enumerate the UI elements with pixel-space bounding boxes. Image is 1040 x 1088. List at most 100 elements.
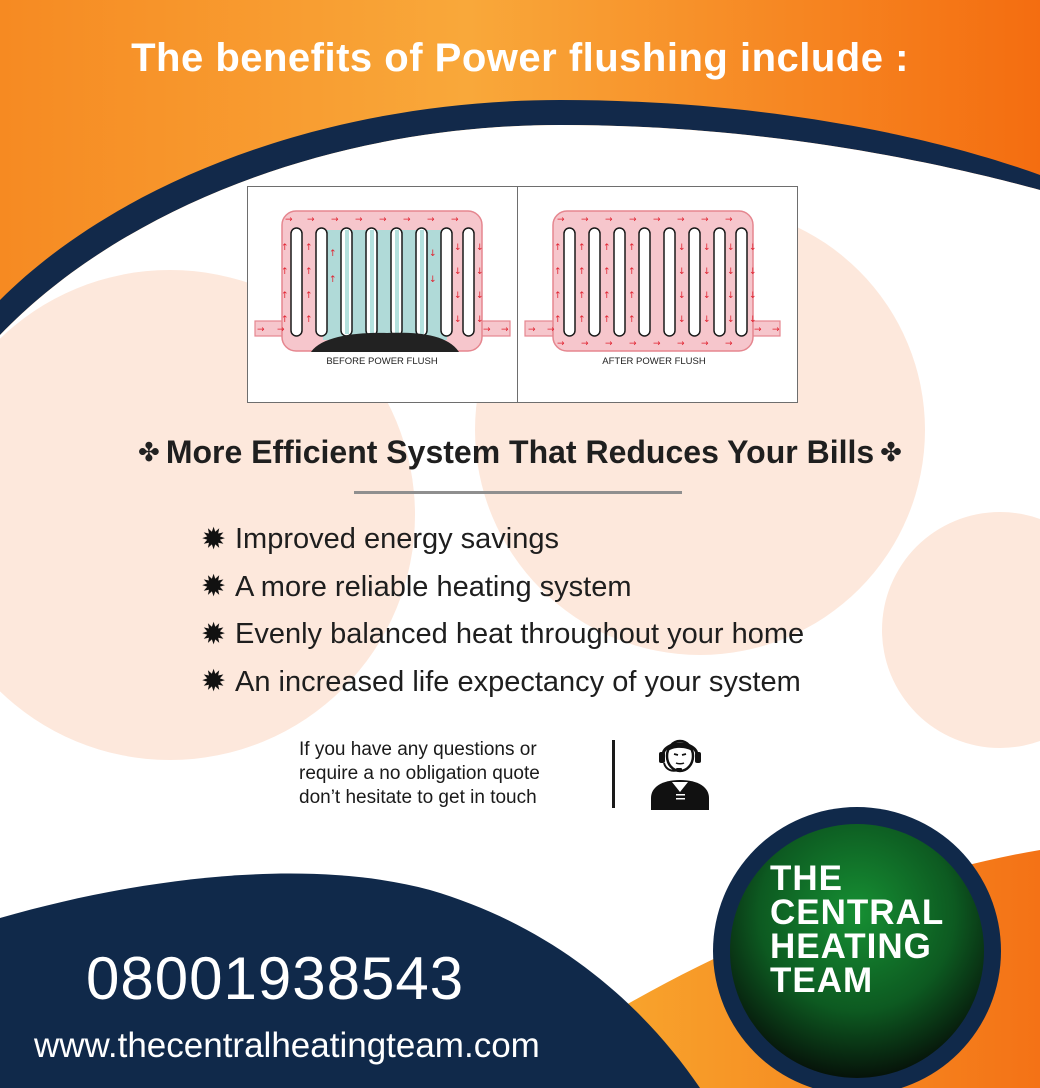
svg-text:→: → <box>427 215 435 225</box>
svg-text:→: → <box>701 215 709 225</box>
svg-text:↓: ↓ <box>476 291 484 301</box>
starburst-bullet-icon: ✹ <box>201 522 227 556</box>
benefit-text: An increased life expectancy of your sys… <box>235 665 801 698</box>
svg-text:→: → <box>501 325 509 335</box>
logo-line: TEAM <box>770 961 874 1000</box>
svg-text:↑: ↑ <box>305 315 313 325</box>
svg-text:↑: ↑ <box>603 243 611 253</box>
svg-text:→: → <box>483 325 491 335</box>
svg-text:→: → <box>285 215 293 225</box>
svg-text:↓: ↓ <box>703 243 711 253</box>
svg-text:↓: ↓ <box>429 275 437 285</box>
svg-text:↓: ↓ <box>454 243 462 253</box>
starburst-bullet-icon: ✹ <box>201 617 227 651</box>
svg-text:↑: ↑ <box>281 291 289 301</box>
benefit-text: Evenly balanced heat throughout your hom… <box>235 618 805 651</box>
svg-text:↓: ↓ <box>454 267 462 277</box>
starburst-bullet-icon: ✹ <box>201 570 227 604</box>
diagram-divider <box>517 186 518 403</box>
svg-text:↑: ↑ <box>578 291 586 301</box>
svg-text:→: → <box>605 339 613 349</box>
svg-text:↓: ↓ <box>749 243 757 253</box>
headline-underline <box>354 491 682 494</box>
svg-text:↓: ↓ <box>678 315 686 325</box>
svg-text:↑: ↑ <box>305 267 313 277</box>
svg-text:↑: ↑ <box>281 267 289 277</box>
svg-text:↑: ↑ <box>603 315 611 325</box>
svg-text:→: → <box>355 215 363 225</box>
svg-text:↓: ↓ <box>678 267 686 277</box>
svg-text:↑: ↑ <box>628 315 636 325</box>
svg-text:→: → <box>677 215 685 225</box>
svg-text:→: → <box>725 215 733 225</box>
svg-text:→: → <box>725 339 733 349</box>
svg-text:→: → <box>772 325 780 335</box>
list-item: ✹Improved energy savings <box>201 516 804 564</box>
svg-text:→: → <box>754 325 762 335</box>
after-radiator: →→→→→→→→ →→→→→→→→ ↑↑↑↑ ↑↑↑↑ ↑↑↑↑ ↑↑↑↑ ↓↓… <box>524 210 781 352</box>
svg-text:↓: ↓ <box>727 243 735 253</box>
svg-text:→: → <box>528 325 536 335</box>
svg-text:↓: ↓ <box>749 291 757 301</box>
svg-text:→: → <box>257 325 265 335</box>
logo-line: CENTRAL <box>770 893 945 932</box>
svg-text:→: → <box>701 339 709 349</box>
svg-text:↓: ↓ <box>727 267 735 277</box>
list-item: ✹A more reliable heating system <box>201 564 804 612</box>
headline-text: More Efficient System That Reduces Your … <box>165 434 875 470</box>
svg-text:→: → <box>629 339 637 349</box>
starburst-bullet-icon: ✹ <box>201 665 227 699</box>
svg-text:↑: ↑ <box>628 291 636 301</box>
svg-text:↑: ↑ <box>628 267 636 277</box>
svg-text:↓: ↓ <box>727 291 735 301</box>
after-caption: AFTER POWER FLUSH <box>602 356 706 367</box>
contact-line: If you have any questions or <box>299 739 537 760</box>
svg-text:↓: ↓ <box>703 267 711 277</box>
svg-text:↓: ↓ <box>727 315 735 325</box>
logo-line: HEATING <box>770 927 932 966</box>
svg-text:→: → <box>331 215 339 225</box>
svg-text:↓: ↓ <box>476 243 484 253</box>
svg-text:↓: ↓ <box>476 267 484 277</box>
svg-text:↑: ↑ <box>554 243 562 253</box>
svg-text:↑: ↑ <box>578 243 586 253</box>
customer-support-agent-icon <box>651 739 709 810</box>
radiator-illustrations: → → → → → → → → ↑ ↑ ↑ ↑ ↑ ↑ ↑ ↑ ↑ ↑ ↓ ↓ ↓ ↓ ↓ ↓ ↓ ↓ ↓ ↓ → → → →… <box>254 210 781 352</box>
svg-text:↑: ↑ <box>578 315 586 325</box>
list-item: ✹Evenly balanced heat throughout your ho… <box>201 611 804 659</box>
svg-text:↑: ↑ <box>305 291 313 301</box>
benefits-list: ✹Improved energy savings ✹A more reliabl… <box>201 516 804 706</box>
svg-text:↑: ↑ <box>305 243 313 253</box>
benefit-text: A more reliable heating system <box>235 570 632 603</box>
svg-text:→: → <box>379 215 387 225</box>
contact-divider <box>612 740 615 808</box>
svg-text:→: → <box>653 339 661 349</box>
contact-line: don’t hesitate to get in touch <box>299 787 537 808</box>
headline: ✤More Efficient System That Reduces Your… <box>0 434 1040 471</box>
svg-text:→: → <box>581 339 589 349</box>
svg-text:→: → <box>277 325 285 335</box>
svg-text:↓: ↓ <box>454 315 462 325</box>
page-title: The benefits of Power flushing include : <box>131 36 909 80</box>
website-link[interactable]: www.thecentralheatingteam.com <box>34 1026 540 1065</box>
svg-text:↑: ↑ <box>603 291 611 301</box>
svg-text:→: → <box>451 215 459 225</box>
svg-text:→: → <box>557 339 565 349</box>
svg-text:↑: ↑ <box>554 291 562 301</box>
phone-number[interactable]: 08001938543 <box>86 945 465 1012</box>
ornament-icon: ✤ <box>138 437 160 467</box>
svg-text:↓: ↓ <box>703 315 711 325</box>
svg-text:↑: ↑ <box>554 315 562 325</box>
contact-message: If you have any questions or require a n… <box>299 738 599 810</box>
svg-text:↑: ↑ <box>554 267 562 277</box>
svg-text:→: → <box>557 215 565 225</box>
list-item: ✹An increased life expectancy of your sy… <box>201 659 804 707</box>
logo-line: THE <box>770 859 843 898</box>
svg-text:→: → <box>605 215 613 225</box>
svg-text:↑: ↑ <box>329 275 337 285</box>
svg-text:↑: ↑ <box>329 249 337 259</box>
svg-text:↓: ↓ <box>454 291 462 301</box>
before-caption: BEFORE POWER FLUSH <box>326 356 438 367</box>
before-radiator: →→→→→→→→ ↑↑↑↑ ↑↑↑↑ ↑↑ ↓↓↓↓ ↓↓↓↓ ↓↓ →→ →→ <box>254 210 511 352</box>
svg-text:↓: ↓ <box>678 291 686 301</box>
